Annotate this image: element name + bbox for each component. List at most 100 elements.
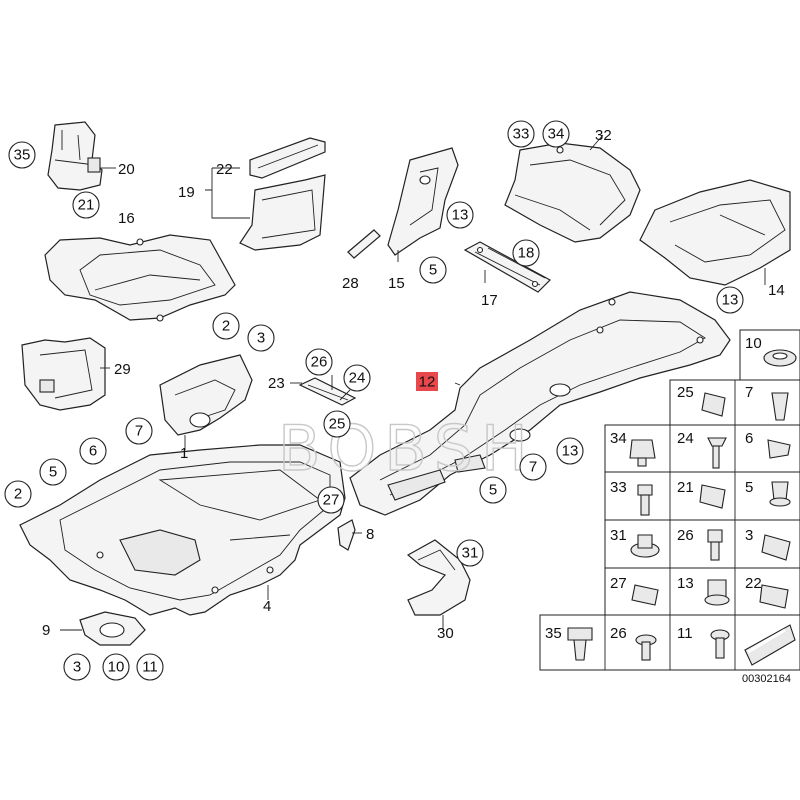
part-29-bracket xyxy=(21,337,106,411)
callout-34[interactable]: 34 xyxy=(542,120,570,148)
callout-3-b[interactable]: 3 xyxy=(63,653,91,681)
callout-31-a[interactable]: 31 xyxy=(456,539,484,567)
callout-10[interactable]: 10 xyxy=(102,653,130,681)
part-30-bracket xyxy=(406,539,471,616)
svg-text:2: 2 xyxy=(222,318,230,335)
part-32-heat-shield xyxy=(504,142,641,243)
callout-2-b[interactable]: 2 xyxy=(4,480,32,508)
grid-label-10[interactable]: 10 xyxy=(745,335,762,352)
grid-label-11[interactable]: 11 xyxy=(677,625,693,642)
svg-text:35: 35 xyxy=(14,147,31,164)
svg-text:5: 5 xyxy=(429,262,437,279)
callout-23[interactable]: 23 xyxy=(268,375,285,392)
part-17-plate xyxy=(463,241,551,293)
svg-text:11: 11 xyxy=(142,659,158,676)
callout-15[interactable]: 15 xyxy=(388,275,405,292)
callout-22[interactable]: 22 xyxy=(216,161,233,178)
callout-7-b[interactable]: 7 xyxy=(519,453,547,481)
callout-35[interactable]: 35 xyxy=(8,141,36,169)
svg-text:33: 33 xyxy=(513,126,530,143)
callout-8[interactable]: 8 xyxy=(366,526,374,543)
svg-text:7: 7 xyxy=(135,423,143,440)
callout-5-a[interactable]: 5 xyxy=(419,256,447,284)
part-12-underbody-main xyxy=(349,291,731,516)
callout-18[interactable]: 18 xyxy=(512,239,540,267)
callout-19[interactable]: 19 xyxy=(178,184,195,201)
svg-text:5: 5 xyxy=(489,482,497,499)
callout-21[interactable]: 21 xyxy=(72,191,100,219)
part-4-underbody-front xyxy=(19,444,346,616)
callout-13-a[interactable]: 13 xyxy=(446,201,474,229)
callout-13-c[interactable]: 13 xyxy=(556,437,584,465)
grid-label-3[interactable]: 3 xyxy=(745,527,753,544)
callout-33[interactable]: 33 xyxy=(507,120,535,148)
svg-text:18: 18 xyxy=(518,245,535,262)
svg-text:2: 2 xyxy=(14,486,22,503)
callout-26[interactable]: 26 xyxy=(305,348,333,376)
grid-label-25[interactable]: 25 xyxy=(677,384,694,401)
grid-label-26-b[interactable]: 26 xyxy=(610,625,627,642)
callout-1[interactable]: 1 xyxy=(180,445,188,462)
callout-24[interactable]: 24 xyxy=(343,364,371,392)
callout-30[interactable]: 30 xyxy=(437,625,454,642)
part-22-duct xyxy=(239,137,326,251)
svg-text:7: 7 xyxy=(529,459,537,476)
part-9-bracket xyxy=(79,611,146,646)
callout-5-c[interactable]: 5 xyxy=(479,476,507,504)
callout-12-highlight[interactable]: 12 xyxy=(416,372,438,391)
grid-label-27[interactable]: 27 xyxy=(610,575,627,592)
callout-14[interactable]: 14 xyxy=(768,282,785,299)
svg-text:31: 31 xyxy=(462,545,479,562)
grid-label-13[interactable]: 13 xyxy=(677,575,694,592)
grid-label-33[interactable]: 33 xyxy=(610,479,627,496)
callout-25-a[interactable]: 25 xyxy=(323,410,351,438)
callout-5-b[interactable]: 5 xyxy=(39,458,67,486)
grid-label-35[interactable]: 35 xyxy=(545,625,562,642)
grid-label-7[interactable]: 7 xyxy=(745,384,753,401)
svg-text:25: 25 xyxy=(329,416,346,433)
grid-label-34[interactable]: 34 xyxy=(610,430,627,447)
part-16-splash-shield xyxy=(44,234,236,322)
grid-label-6[interactable]: 6 xyxy=(745,430,753,447)
grid-label-26[interactable]: 26 xyxy=(677,527,694,544)
callout-7-a[interactable]: 7 xyxy=(125,417,153,445)
callout-13-b[interactable]: 13 xyxy=(716,286,744,314)
svg-text:10: 10 xyxy=(108,659,125,676)
callout-32[interactable]: 32 xyxy=(595,127,612,144)
fastener-grid: 10 25 7 34 24 6 33 21 5 31 26 3 27 13 22… xyxy=(539,329,800,671)
callout-29[interactable]: 29 xyxy=(114,361,131,378)
watermark: BOBSH xyxy=(278,412,536,485)
grid-label-24[interactable]: 24 xyxy=(677,430,694,447)
svg-text:6: 6 xyxy=(89,443,97,460)
svg-text:26: 26 xyxy=(311,354,328,371)
callout-28[interactable]: 28 xyxy=(342,275,359,292)
callout-20[interactable]: 20 xyxy=(118,161,135,178)
svg-text:21: 21 xyxy=(78,197,95,214)
svg-text:3: 3 xyxy=(257,330,265,347)
callout-4[interactable]: 4 xyxy=(263,598,271,615)
callout-6[interactable]: 6 xyxy=(79,437,107,465)
grid-label-5[interactable]: 5 xyxy=(745,479,753,496)
part-35-bracket xyxy=(47,121,103,191)
svg-text:5: 5 xyxy=(49,464,57,481)
callout-2-a[interactable]: 2 xyxy=(212,312,240,340)
callout-9[interactable]: 9 xyxy=(42,622,50,639)
svg-text:24: 24 xyxy=(349,370,366,387)
grid-label-31[interactable]: 31 xyxy=(610,527,627,544)
svg-text:27: 27 xyxy=(323,492,340,509)
part-28-pin xyxy=(347,229,381,259)
callout-3-a[interactable]: 3 xyxy=(247,324,275,352)
part-8-bracket xyxy=(337,519,356,551)
svg-text:13: 13 xyxy=(722,292,739,309)
callout-27-a[interactable]: 27 xyxy=(317,486,345,514)
part-1-bracket xyxy=(159,354,253,436)
part-14-shield xyxy=(639,179,791,286)
callout-17[interactable]: 17 xyxy=(481,292,498,309)
svg-text:34: 34 xyxy=(548,126,565,143)
grid-label-21[interactable]: 21 xyxy=(677,479,694,496)
svg-text:12: 12 xyxy=(419,374,436,391)
grid-label-22[interactable]: 22 xyxy=(745,575,762,592)
callout-16[interactable]: 16 xyxy=(118,210,135,227)
callout-11[interactable]: 11 xyxy=(136,653,164,681)
